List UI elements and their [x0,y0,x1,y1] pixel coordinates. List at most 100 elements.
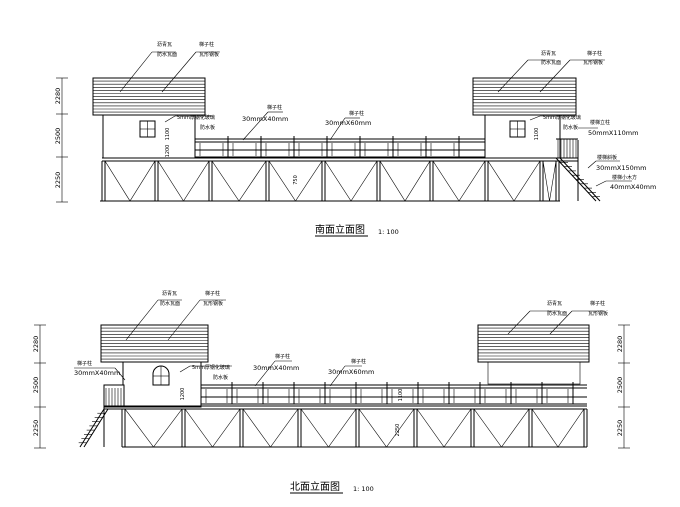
north-stilt-structure [104,405,588,448]
south-label-stair-beam-size: 40mmX40mm [610,183,656,191]
south-stilt-structure [100,157,578,202]
south-label-glass-r: 5mm厚钢化玻璃 [543,114,581,121]
south-label-stair-size: 30mmX150mm [596,164,646,172]
north-label-glass: 5mm厚钢化玻璃 [192,364,230,371]
south-label-stair-beam: 楼梯小木方 [612,174,637,181]
north-label-rail-30x40-left: 30mmX40mm [74,369,120,377]
cross-brace [242,408,271,448]
cross-brace [211,160,240,202]
north-label-rail-post: 梯子柱 [275,353,290,360]
north-dimension-line-left: 2280 2500 2250 [32,324,46,449]
north-label-roof-tile: 沥青瓦 [162,290,177,297]
cross-brace [432,160,460,202]
north-label-roof-tile-r: 沥青瓦 [547,300,562,307]
cross-brace [513,160,541,202]
cross-brace [557,408,585,448]
cross-brace [386,408,415,448]
south-right-house [472,77,578,159]
south-label-wood-plate-r: 防水板 [563,124,578,131]
cross-brace [473,408,502,448]
cross-brace [542,160,550,202]
cross-brace [416,408,445,448]
north-dim-roof: 2280 [32,336,40,353]
north-label-post: 梯子柱 [205,290,220,297]
north-label-board-r: 瓦形钢板 [588,310,608,317]
south-label-board-r: 瓦形钢板 [583,59,603,66]
cross-brace [183,160,210,202]
south-label-post-r: 梯子柱 [587,50,602,57]
cross-brace [443,408,472,448]
north-railing [200,382,587,405]
north-elevation: 2280 2500 2250 2280 2500 2250 [32,290,630,494]
cross-brace [295,160,323,202]
cross-brace [300,408,329,448]
south-label-waterproof: 防水瓦面 [157,51,177,58]
cross-brace [531,408,559,448]
south-dim-stilt-mid: 750 [293,175,299,185]
south-scale: 1: 100 [378,228,399,236]
north-dim-wall-r: 2500 [616,377,624,394]
south-annotations: 沥青瓦 防水瓦面 梯子柱 瓦形钢板 5mm厚钢化玻璃 防水板 梯子柱 30mmX… [119,41,656,191]
north-label-waterproof: 防水瓦面 [160,300,180,307]
south-title: 南面立面图 [315,223,365,236]
south-label-rail-30x40: 30mmX40mm [242,115,288,123]
cross-brace [104,160,131,202]
south-dim-window: 1100 [165,128,171,141]
south-label-column: 50mmX110mm [588,129,638,137]
south-dim-wall: 2500 [54,128,62,145]
cross-brace [458,160,486,202]
south-dim-window-r: 1100 [534,128,540,141]
south-label-roof-tile-r: 沥青瓦 [541,50,556,57]
north-label-rail-30x40: 30mmX40mm [253,364,299,372]
south-dimension-line: 2280 2500 2250 [54,77,68,203]
cross-brace [238,160,267,202]
cross-brace [212,408,241,448]
south-elevation: 2280 2500 2250 [54,41,656,237]
north-dim-stilt-mid: 2250 [395,424,401,437]
cross-brace [379,160,406,202]
north-label-post-r: 梯子柱 [590,300,605,307]
cross-brace [270,408,299,448]
cross-brace [358,408,387,448]
north-label-rail-30x60: 30mmX60mm [328,368,374,376]
cross-brace [157,160,184,202]
south-label-glass: 5mm厚钢化玻璃 [177,114,215,121]
north-label-board: 瓦形钢板 [203,300,223,307]
north-dim-rail-mid: 1100 [398,389,404,402]
north-dim-stilts: 2250 [32,420,40,437]
cross-brace [501,408,530,448]
cross-brace [124,408,154,448]
cross-brace [549,160,557,202]
north-stair [78,385,109,448]
south-stair [555,140,601,202]
cross-brace [184,408,213,448]
cross-brace [328,408,357,448]
south-dim-roof: 2280 [54,88,62,105]
cross-brace [487,160,515,202]
cross-brace [153,408,183,448]
cross-brace [129,160,156,202]
south-label-rail-post: 梯子柱 [267,104,282,111]
north-dim-stilts-r: 2250 [616,420,624,437]
south-label-rail-30x60: 30mmX60mm [325,119,371,127]
south-label-roof-tile: 沥青瓦 [157,41,172,48]
north-right-wall [487,361,581,385]
cross-brace [324,160,352,202]
south-dim-rail: 1200 [165,145,171,158]
north-dimension-line-right: 2280 2500 2250 [616,324,630,449]
north-annotations: 沥青瓦 防水瓦面 梯子柱 瓦形钢板 梯子柱 30mmX40mm 5mm厚钢化玻璃… [74,290,608,387]
south-label-post: 梯子柱 [199,41,214,48]
north-right-house [477,324,590,385]
south-label-stair-side: 楼梯斜板 [597,154,617,161]
north-label-waterproof-r: 防水瓦面 [547,310,567,317]
south-label-waterproof-r: 防水瓦面 [541,59,561,66]
north-title: 北面立面图 [290,480,340,493]
north-scale: 1: 100 [353,485,374,493]
cross-brace [350,160,378,202]
south-label-board: 瓦形钢板 [199,51,219,58]
north-left-house [100,324,209,408]
north-label-wood-plate: 防水板 [213,374,228,381]
south-label-wood-plate: 防水板 [200,124,215,131]
south-label-stair-post: 楼梯立柱 [590,119,610,126]
